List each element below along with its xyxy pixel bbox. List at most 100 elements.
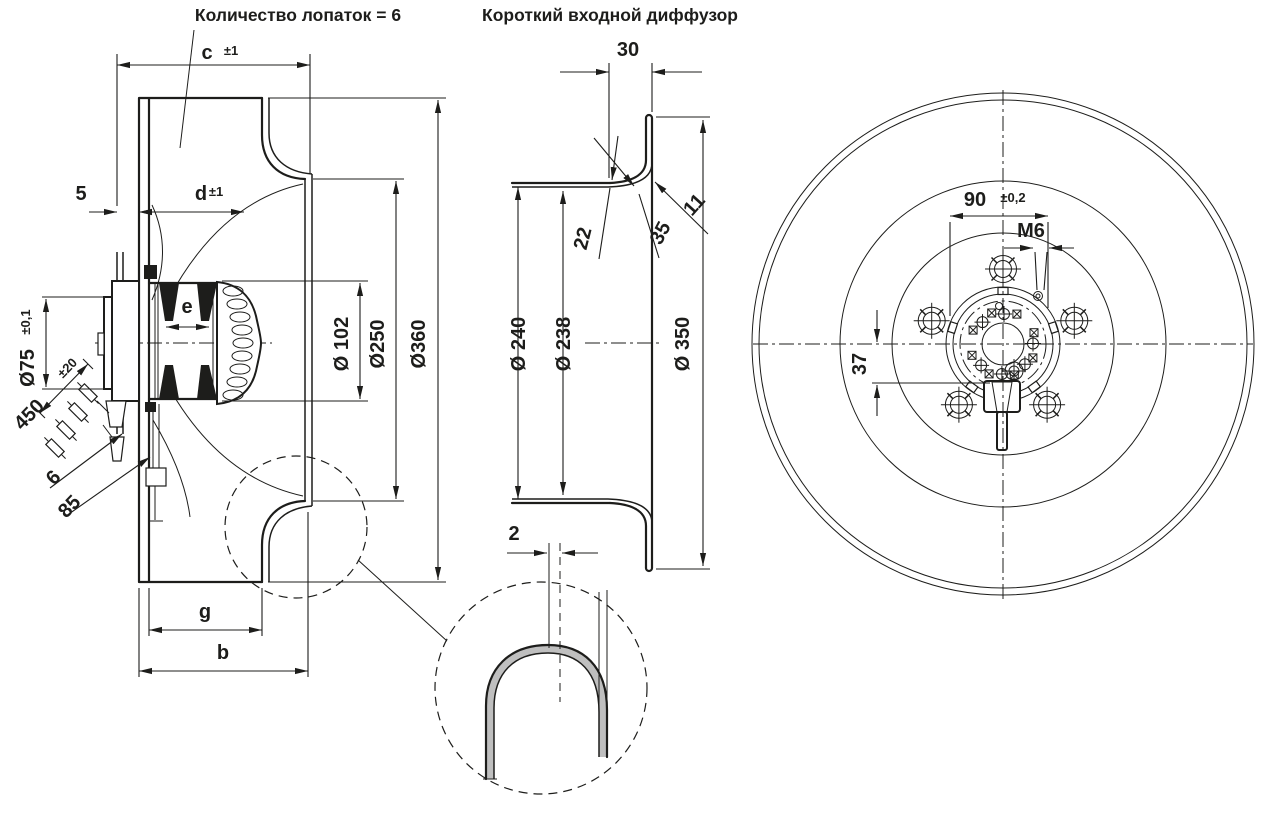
bracket-block xyxy=(145,467,167,487)
detail-reference-circle xyxy=(224,455,368,599)
dim-6-label: 6 xyxy=(42,466,66,489)
dim-dia350: Ø 350 xyxy=(656,116,710,570)
motor-shaft-end xyxy=(97,332,105,356)
dim-m6-label: M6 xyxy=(1017,220,1045,242)
dim-d: d ±1 xyxy=(139,183,244,216)
blade-count-label: Количество лопаток = 6 xyxy=(195,5,401,25)
stator-lamination xyxy=(197,365,217,399)
dim-dia350-label: Ø 350 xyxy=(672,317,694,371)
stator-lamination xyxy=(197,283,217,321)
front-view: 90 ±0,2 M6 37 xyxy=(751,90,1255,600)
dim-37-label: 37 xyxy=(849,353,871,375)
dim-c: c ±1 xyxy=(116,42,311,206)
dim-450-label: 450 xyxy=(10,395,49,434)
hub-square-holes xyxy=(967,308,1039,380)
bell-top-outer xyxy=(608,116,648,185)
side-view: c ±1 5 d ±1 Ø75 ±0,1 e 450 xyxy=(10,42,448,677)
detail-view: 2 xyxy=(434,523,648,795)
dim-dia250-label: Ø250 xyxy=(367,320,389,369)
dim-30-label: 30 xyxy=(617,39,639,61)
dim-dia240: Ø 240 xyxy=(508,187,530,499)
dim-m6: M6 xyxy=(1004,220,1074,291)
dim-dia360: Ø360 xyxy=(268,97,446,583)
hub-center-screw xyxy=(1002,359,1026,383)
dim-d-label: d xyxy=(195,183,207,205)
dim-dia238: Ø 238 xyxy=(553,191,575,495)
diffuser-label: Короткий входной диффузор xyxy=(482,5,738,25)
shroud-lip-bottom-outer xyxy=(260,499,307,584)
rolled-edge-section xyxy=(486,645,607,779)
index-hole xyxy=(995,302,1003,310)
dim-35-label: 35 xyxy=(646,218,676,248)
dim-85-label: 85 xyxy=(54,491,85,522)
dim-b: b xyxy=(138,512,309,677)
hub-tabs xyxy=(946,286,1060,394)
dim-85: 85 xyxy=(54,456,151,522)
throat-inner xyxy=(512,186,608,500)
detail-extra-lines xyxy=(483,590,608,780)
annotations: Количество лопаток = 6 Короткий входной … xyxy=(179,5,738,149)
screw-icon xyxy=(1029,386,1066,423)
stator-lamination xyxy=(159,365,179,399)
blade-count-leader xyxy=(179,29,195,149)
dim-dia240-label: Ø 240 xyxy=(508,317,530,371)
cable-gland xyxy=(109,436,125,462)
detail-leader xyxy=(357,559,448,642)
inlet-cone-top xyxy=(167,183,304,301)
dim-dia102: Ø 102 xyxy=(222,280,368,402)
dim-e: e xyxy=(166,296,209,331)
dim-g: g xyxy=(148,588,263,636)
dim-e-label: e xyxy=(181,296,192,318)
dim-5-label: 5 xyxy=(75,183,86,205)
rolled-edge-inner xyxy=(493,652,600,779)
rotor-ribs xyxy=(222,285,254,401)
stator-lines xyxy=(154,283,218,399)
dim-11-label: 11 xyxy=(679,190,710,220)
terminal-box xyxy=(983,380,1021,451)
dim-b-label: b xyxy=(217,642,229,664)
shroud-lip-top-inner xyxy=(268,98,313,175)
hub-clamp-top xyxy=(144,265,157,279)
dim-dia102-label: Ø 102 xyxy=(331,317,353,371)
dim-dia75-label: Ø75 xyxy=(17,349,39,387)
screw-icon xyxy=(1056,302,1093,339)
dim-37: 37 xyxy=(849,310,990,416)
bracket-foot xyxy=(149,486,163,522)
dim-c-tol: ±1 xyxy=(224,43,238,58)
dim-2-label: 2 xyxy=(508,523,519,545)
dim-2: 2 xyxy=(507,523,598,557)
ring-disc xyxy=(644,113,654,573)
diffuser-view: 30 22 35 11 Ø 240 Ø 238 Ø 350 xyxy=(508,39,710,573)
motor-flange xyxy=(111,280,140,402)
shroud-lip-top-outer xyxy=(260,96,307,181)
dim-dia75: Ø75 ±0,1 xyxy=(17,296,104,390)
dim-g-label: g xyxy=(199,601,211,623)
dim-90-tol: ±0,2 xyxy=(1000,190,1025,205)
screw-icon xyxy=(940,386,977,423)
rolled-edge-outer xyxy=(484,643,609,781)
dim-30: 30 xyxy=(560,39,702,178)
dim-dia75-tol: ±0,1 xyxy=(18,309,33,334)
dim-22-label: 22 xyxy=(570,225,597,252)
dim-dia360-label: Ø360 xyxy=(408,320,430,369)
dim-35: 35 xyxy=(593,137,676,259)
shroud-band xyxy=(304,174,313,506)
dim-5: 5 xyxy=(75,183,169,262)
bracket-legs xyxy=(152,404,160,468)
cable-connectors xyxy=(44,382,99,459)
shroud-lip-bottom-inner xyxy=(268,505,313,582)
inlet-cone-bottom xyxy=(167,385,304,497)
throat-outer xyxy=(510,181,612,505)
dim-dia238-label: Ø 238 xyxy=(553,317,575,371)
dim-90-label: 90 xyxy=(964,189,986,211)
dim-450-tol: ±20 xyxy=(54,355,80,381)
cable-gland xyxy=(105,400,127,428)
dim-dia250: Ø250 xyxy=(313,178,404,502)
dim-c-label: c xyxy=(201,42,212,64)
detail-circle xyxy=(434,581,648,795)
m6-hole xyxy=(1033,291,1043,301)
dim-d-tol: ±1 xyxy=(209,184,223,199)
cable-stub xyxy=(996,411,1008,451)
